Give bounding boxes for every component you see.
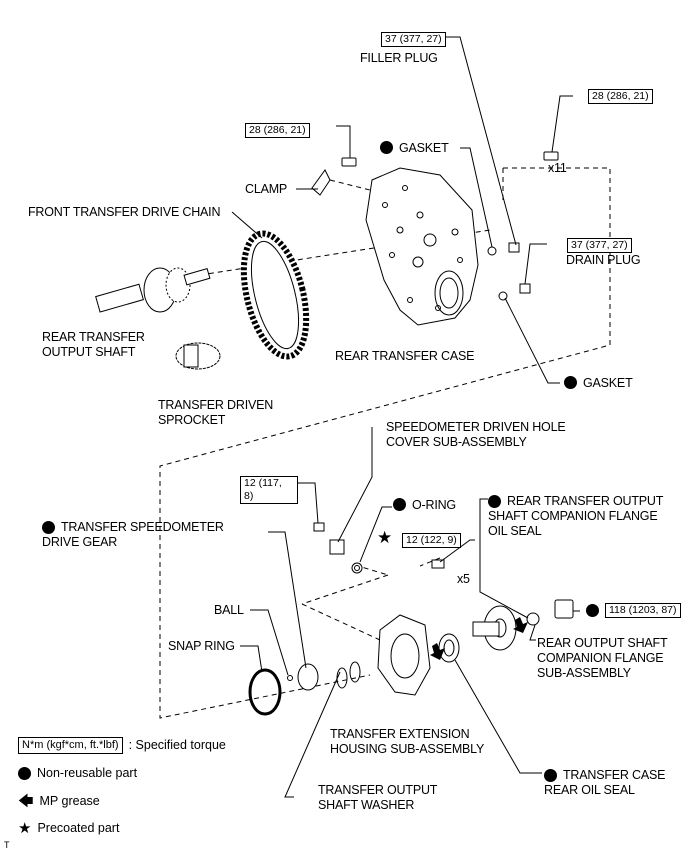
driven-sprocket-drawing — [175, 342, 221, 370]
non-reusable-icon — [18, 767, 31, 780]
label-o-ring: O-RING — [393, 498, 456, 513]
label-driven-sprocket: TRANSFER DRIVEN SPROCKET — [158, 398, 274, 427]
grease-arrow-icons — [430, 617, 528, 660]
legend-precoated-text: Precoated part — [37, 821, 120, 835]
label-gasket-bottom: GASKET — [564, 376, 633, 391]
rear-transfer-case-drawing — [365, 167, 479, 326]
legend-mp-grease-text: MP grease — [39, 794, 100, 808]
front-drive-chain-drawing — [240, 230, 310, 360]
non-reusable-icon — [586, 603, 605, 618]
assembly-boundary — [159, 167, 611, 719]
rear-output-shaft-drawing — [95, 267, 211, 313]
non-reusable-icon — [380, 141, 393, 154]
label-extension-housing: TRANSFER EXTENSION HOUSING SUB-ASSEMBLY — [330, 727, 485, 756]
torque-ext-bolts: 12 (122, 9) — [402, 533, 461, 548]
non-reusable-icon — [488, 495, 501, 508]
non-reusable-icon — [564, 376, 577, 389]
torque-filler-plug: 37 (377, 27) — [381, 32, 446, 47]
label-companion-flange: REAR OUTPUT SHAFT COMPANION FLANGE SUB-A… — [537, 636, 668, 680]
corner-mark: T — [4, 840, 10, 850]
qty-x5: x5 — [457, 572, 470, 586]
label-output-washer: TRANSFER OUTPUT SHAFT WASHER — [318, 783, 438, 812]
non-reusable-icon — [393, 498, 406, 511]
legend-torque-box: N*m (kgf*cm, ft.*lbf) — [18, 737, 123, 754]
legend-precoated: ★ Precoated part — [18, 821, 119, 836]
lower-parts-drawing — [248, 661, 361, 716]
label-clamp: CLAMP — [245, 182, 288, 196]
leader-lines — [231, 36, 580, 798]
legend-mp-grease: 🡄 MP grease — [18, 794, 100, 809]
label-gasket-top: GASKET — [380, 141, 449, 156]
companion-flange-drawing — [472, 599, 574, 651]
label-rear-output-shaft: REAR TRANSFER OUTPUT SHAFT — [42, 330, 145, 359]
precoated-star-icon: ★ — [377, 528, 393, 547]
extension-housing-drawing — [377, 614, 460, 696]
label-filler-plug: FILLER PLUG — [360, 51, 438, 65]
torque-nut: 118 (1203, 87) — [605, 603, 681, 618]
qty-x11: x11 — [548, 161, 567, 175]
label-speedo-drive-gear: TRANSFER SPEEDOMETER DRIVE GEAR — [42, 520, 224, 549]
legend-torque: N*m (kgf*cm, ft.*lbf) : Specified torque — [18, 737, 226, 754]
star-icon: ★ — [18, 820, 32, 837]
label-front-chain: FRONT TRANSFER DRIVE CHAIN — [28, 205, 221, 219]
non-reusable-icon — [544, 769, 557, 782]
non-reusable-icon — [42, 521, 55, 534]
legend-non-reusable: Non-reusable part — [18, 766, 137, 781]
torque-drain-plug: 37 (377, 27) — [567, 238, 632, 253]
label-snap-ring: SNAP RING — [168, 639, 235, 653]
non-reusable-dot — [586, 604, 599, 617]
legend-torque-text: : Specified torque — [128, 738, 226, 752]
label-drain-plug: DRAIN PLUG — [566, 253, 641, 267]
label-case-rear-oil-seal: TRANSFER CASE REAR OIL SEAL — [544, 768, 666, 797]
grease-arrow-icon: 🡄 — [18, 793, 34, 810]
label-rear-case: REAR TRANSFER CASE — [335, 349, 475, 363]
fasteners-drawing — [311, 151, 559, 574]
label-ball: BALL — [214, 603, 244, 617]
torque-speedo-bolt: 12 (117, 8) — [240, 476, 298, 504]
torque-bolts-x11: 28 (286, 21) — [588, 89, 653, 104]
legend-non-reusable-text: Non-reusable part — [37, 766, 138, 780]
torque-clamp-bolt: 28 (286, 21) — [245, 123, 310, 138]
label-speedo-cover: SPEEDOMETER DRIVEN HOLE COVER SUB-ASSEMB… — [386, 420, 566, 449]
label-rear-oil-seal: REAR TRANSFER OUTPUT SHAFT COMPANION FLA… — [488, 494, 664, 538]
